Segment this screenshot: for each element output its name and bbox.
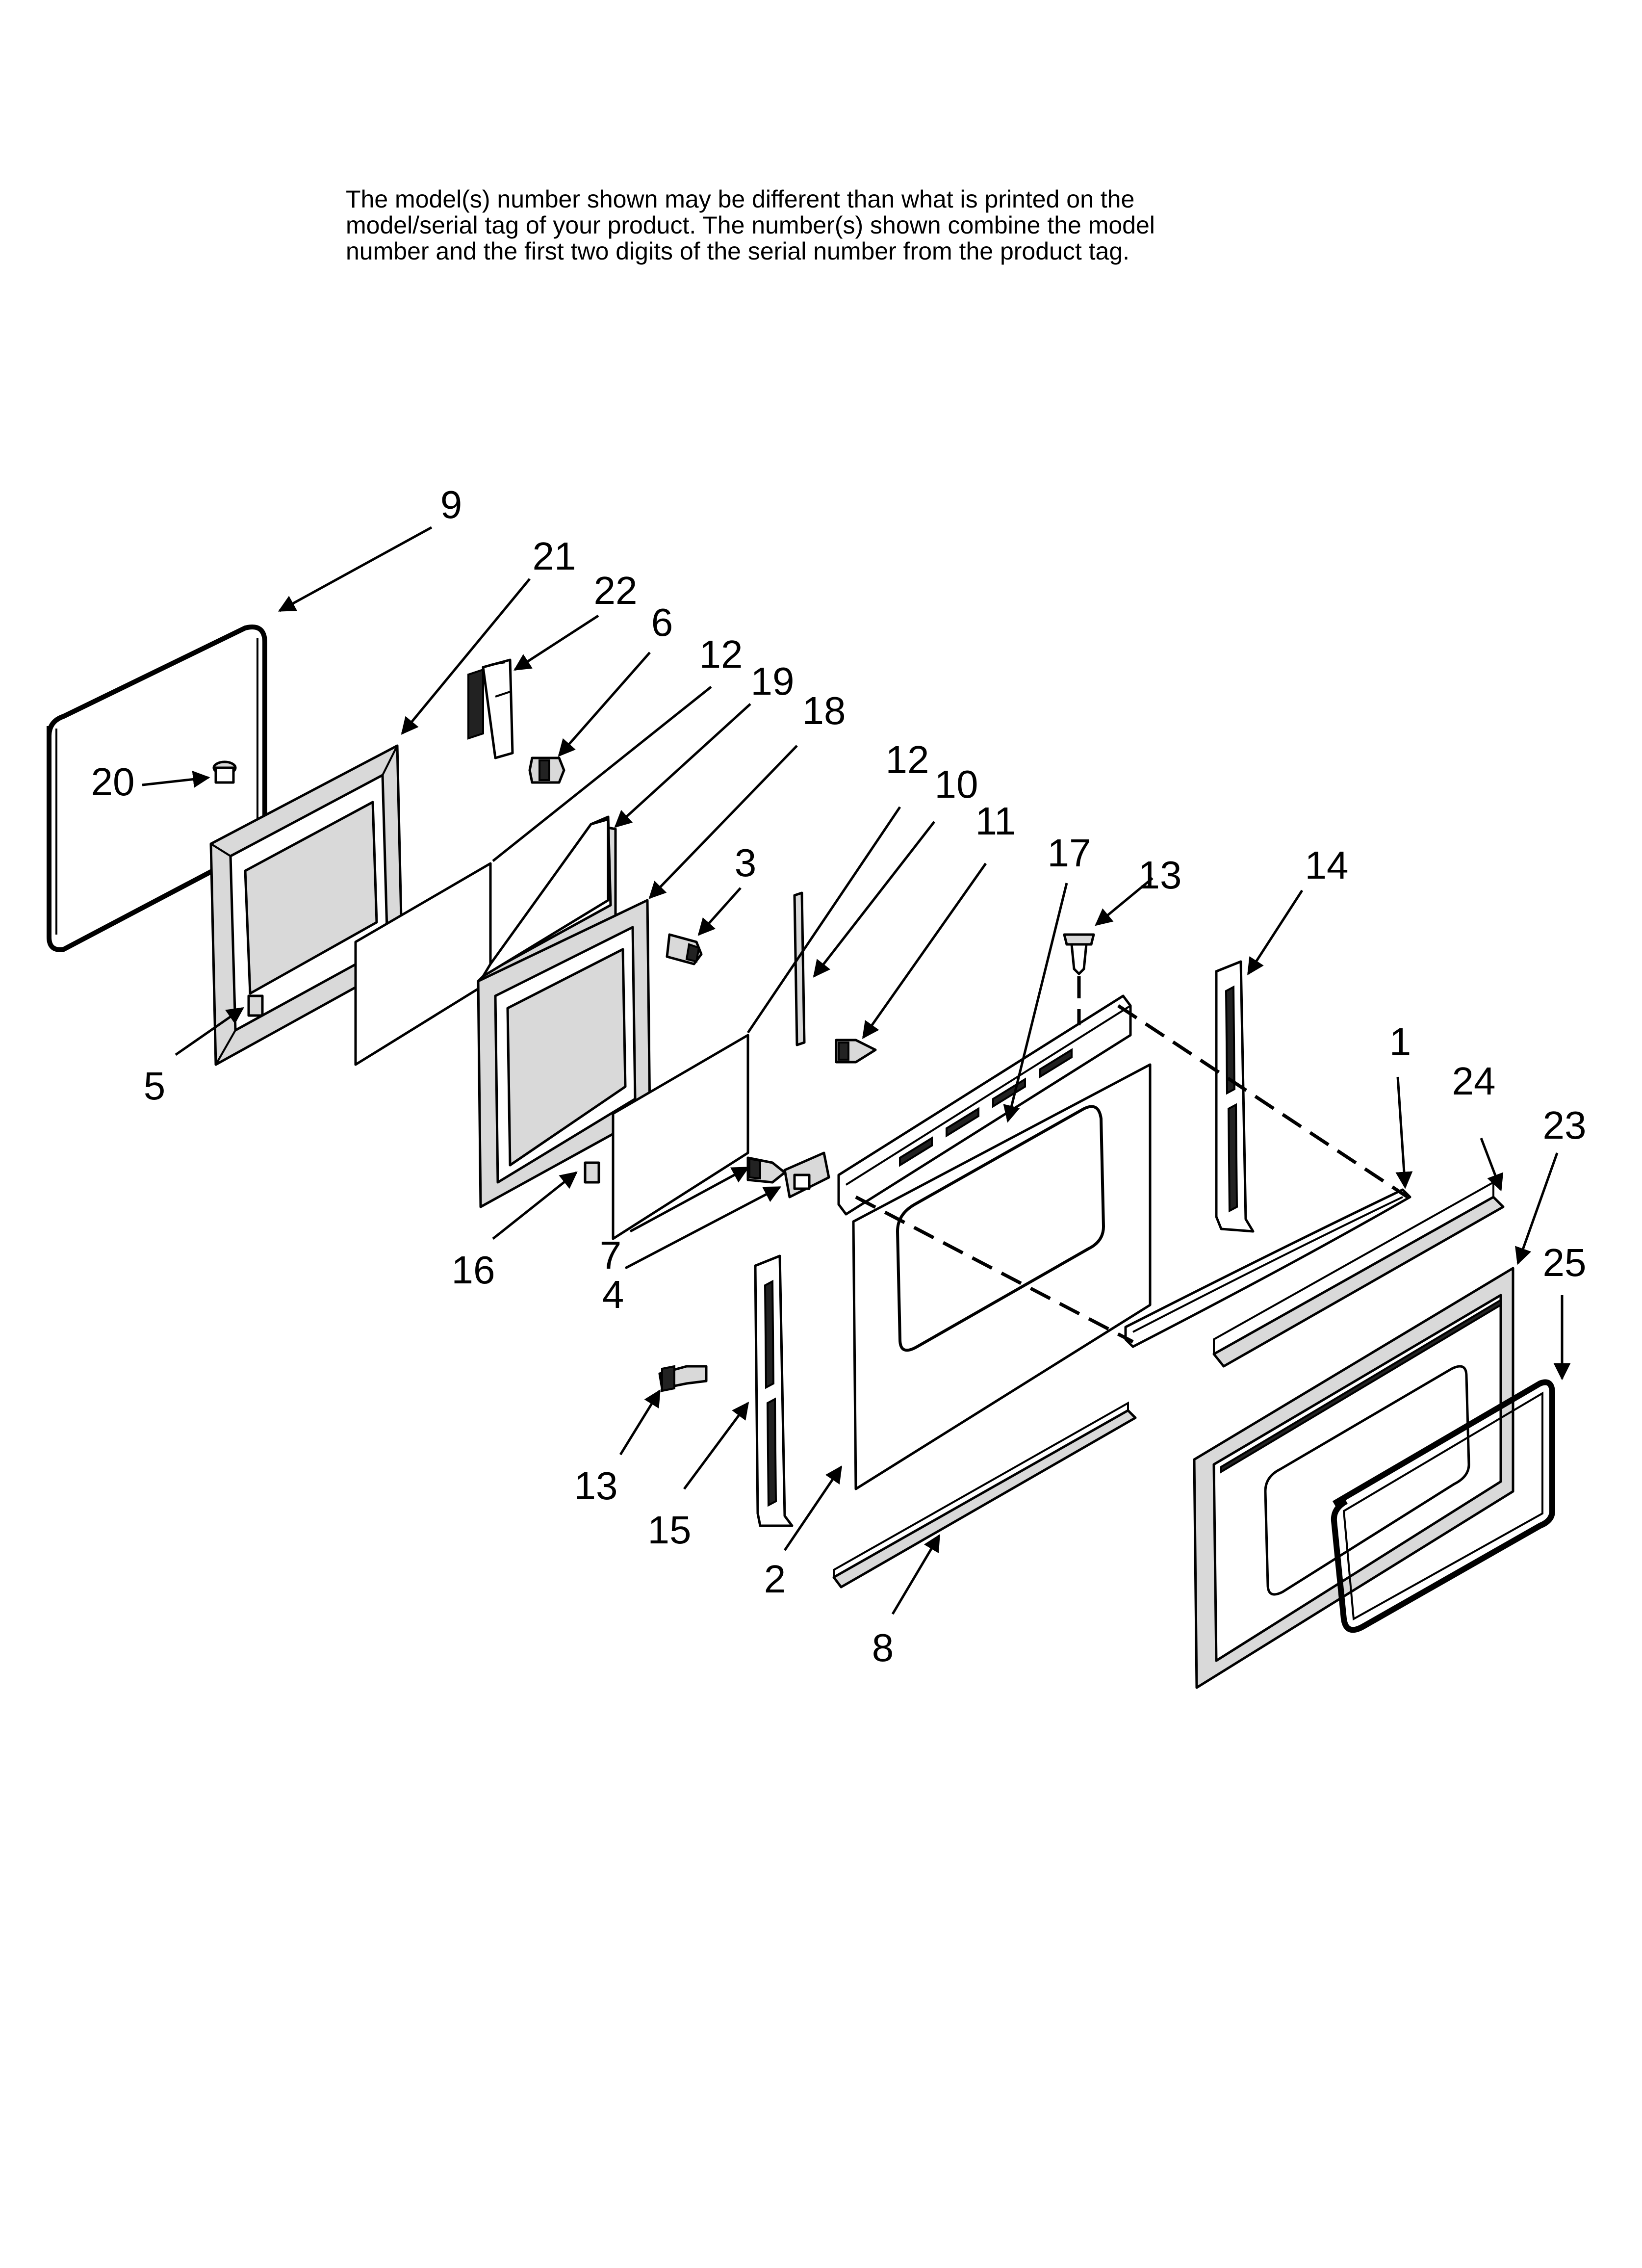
part-14-side-trim-right: [1215, 960, 1255, 1233]
callout-1: 1: [1389, 1020, 1411, 1064]
notice-line-3: number and the first two digits of the s…: [346, 237, 1130, 265]
callout-24: 24: [1452, 1059, 1496, 1103]
part-20-plug: [212, 760, 237, 784]
part-18-door-liner: [477, 899, 651, 1208]
callout-23: 23: [1543, 1103, 1587, 1147]
diagram-notice: The model(s) number shown may be differe…: [346, 186, 1474, 264]
callout-19: 19: [751, 659, 795, 703]
part-1-door-handle: [1124, 1188, 1411, 1348]
callout-9: 9: [440, 483, 462, 526]
callout-18: 18: [802, 689, 846, 732]
callout-2: 2: [764, 1557, 786, 1601]
callout-12-upper: 12: [699, 632, 743, 676]
part-6-screw: [528, 756, 565, 784]
part-13-screw-lower: [658, 1365, 708, 1392]
callout-6: 6: [651, 600, 673, 644]
callout-numbers: 9 21 22 6 12 19 18 20 3 5 12 10 11 17 13…: [91, 483, 1587, 1669]
part-15-side-trim-left: [754, 1254, 794, 1527]
part-9-door-gasket: [47, 625, 267, 952]
part-17-door-trim: [837, 994, 1132, 1216]
part-8-bottom-trim: [832, 1401, 1137, 1589]
part-10-spacer: [793, 891, 806, 1046]
part-13-screw-upper: [1063, 933, 1095, 975]
part-22-hinge: [467, 658, 514, 759]
notice-line-2: model/serial tag of your product. The nu…: [346, 211, 1155, 239]
notice-line-1: The model(s) number shown may be differe…: [346, 185, 1135, 213]
callout-4: 4: [602, 1273, 624, 1316]
callout-25: 25: [1543, 1241, 1587, 1284]
callout-16: 16: [452, 1248, 495, 1292]
callout-15: 15: [648, 1508, 692, 1552]
callout-14: 14: [1305, 843, 1349, 887]
part-4-hinge-bracket: [783, 1151, 830, 1199]
part-25-window-gasket: [1331, 1379, 1555, 1633]
callout-20: 20: [91, 760, 135, 804]
part-16-clip: [584, 1161, 600, 1184]
callout-13-upper: 13: [1138, 853, 1182, 897]
part-11-screw: [835, 1039, 877, 1064]
assembly-lines: [855, 976, 1409, 1344]
callout-21: 21: [533, 534, 576, 578]
part-3-screw: [666, 933, 703, 965]
callout-5: 5: [144, 1064, 166, 1108]
part-23-door-assembly: [1193, 1267, 1514, 1689]
part-2-outer-door-panel: [852, 1063, 1152, 1490]
callout-7: 7: [600, 1233, 622, 1277]
callout-17: 17: [1048, 831, 1091, 875]
callout-13-lower: 13: [574, 1464, 618, 1508]
callout-8: 8: [872, 1626, 894, 1669]
leader-lines: [142, 526, 1571, 1615]
callout-12-lower: 12: [886, 738, 929, 782]
part-5-clip: [247, 994, 264, 1017]
callout-11: 11: [975, 799, 1016, 843]
part-12-glass-pane-lower: [612, 1034, 749, 1240]
callout-10: 10: [935, 762, 978, 806]
callout-3: 3: [735, 841, 757, 885]
callout-22: 22: [594, 569, 638, 612]
part-7-hinge-pin: [746, 1156, 786, 1184]
